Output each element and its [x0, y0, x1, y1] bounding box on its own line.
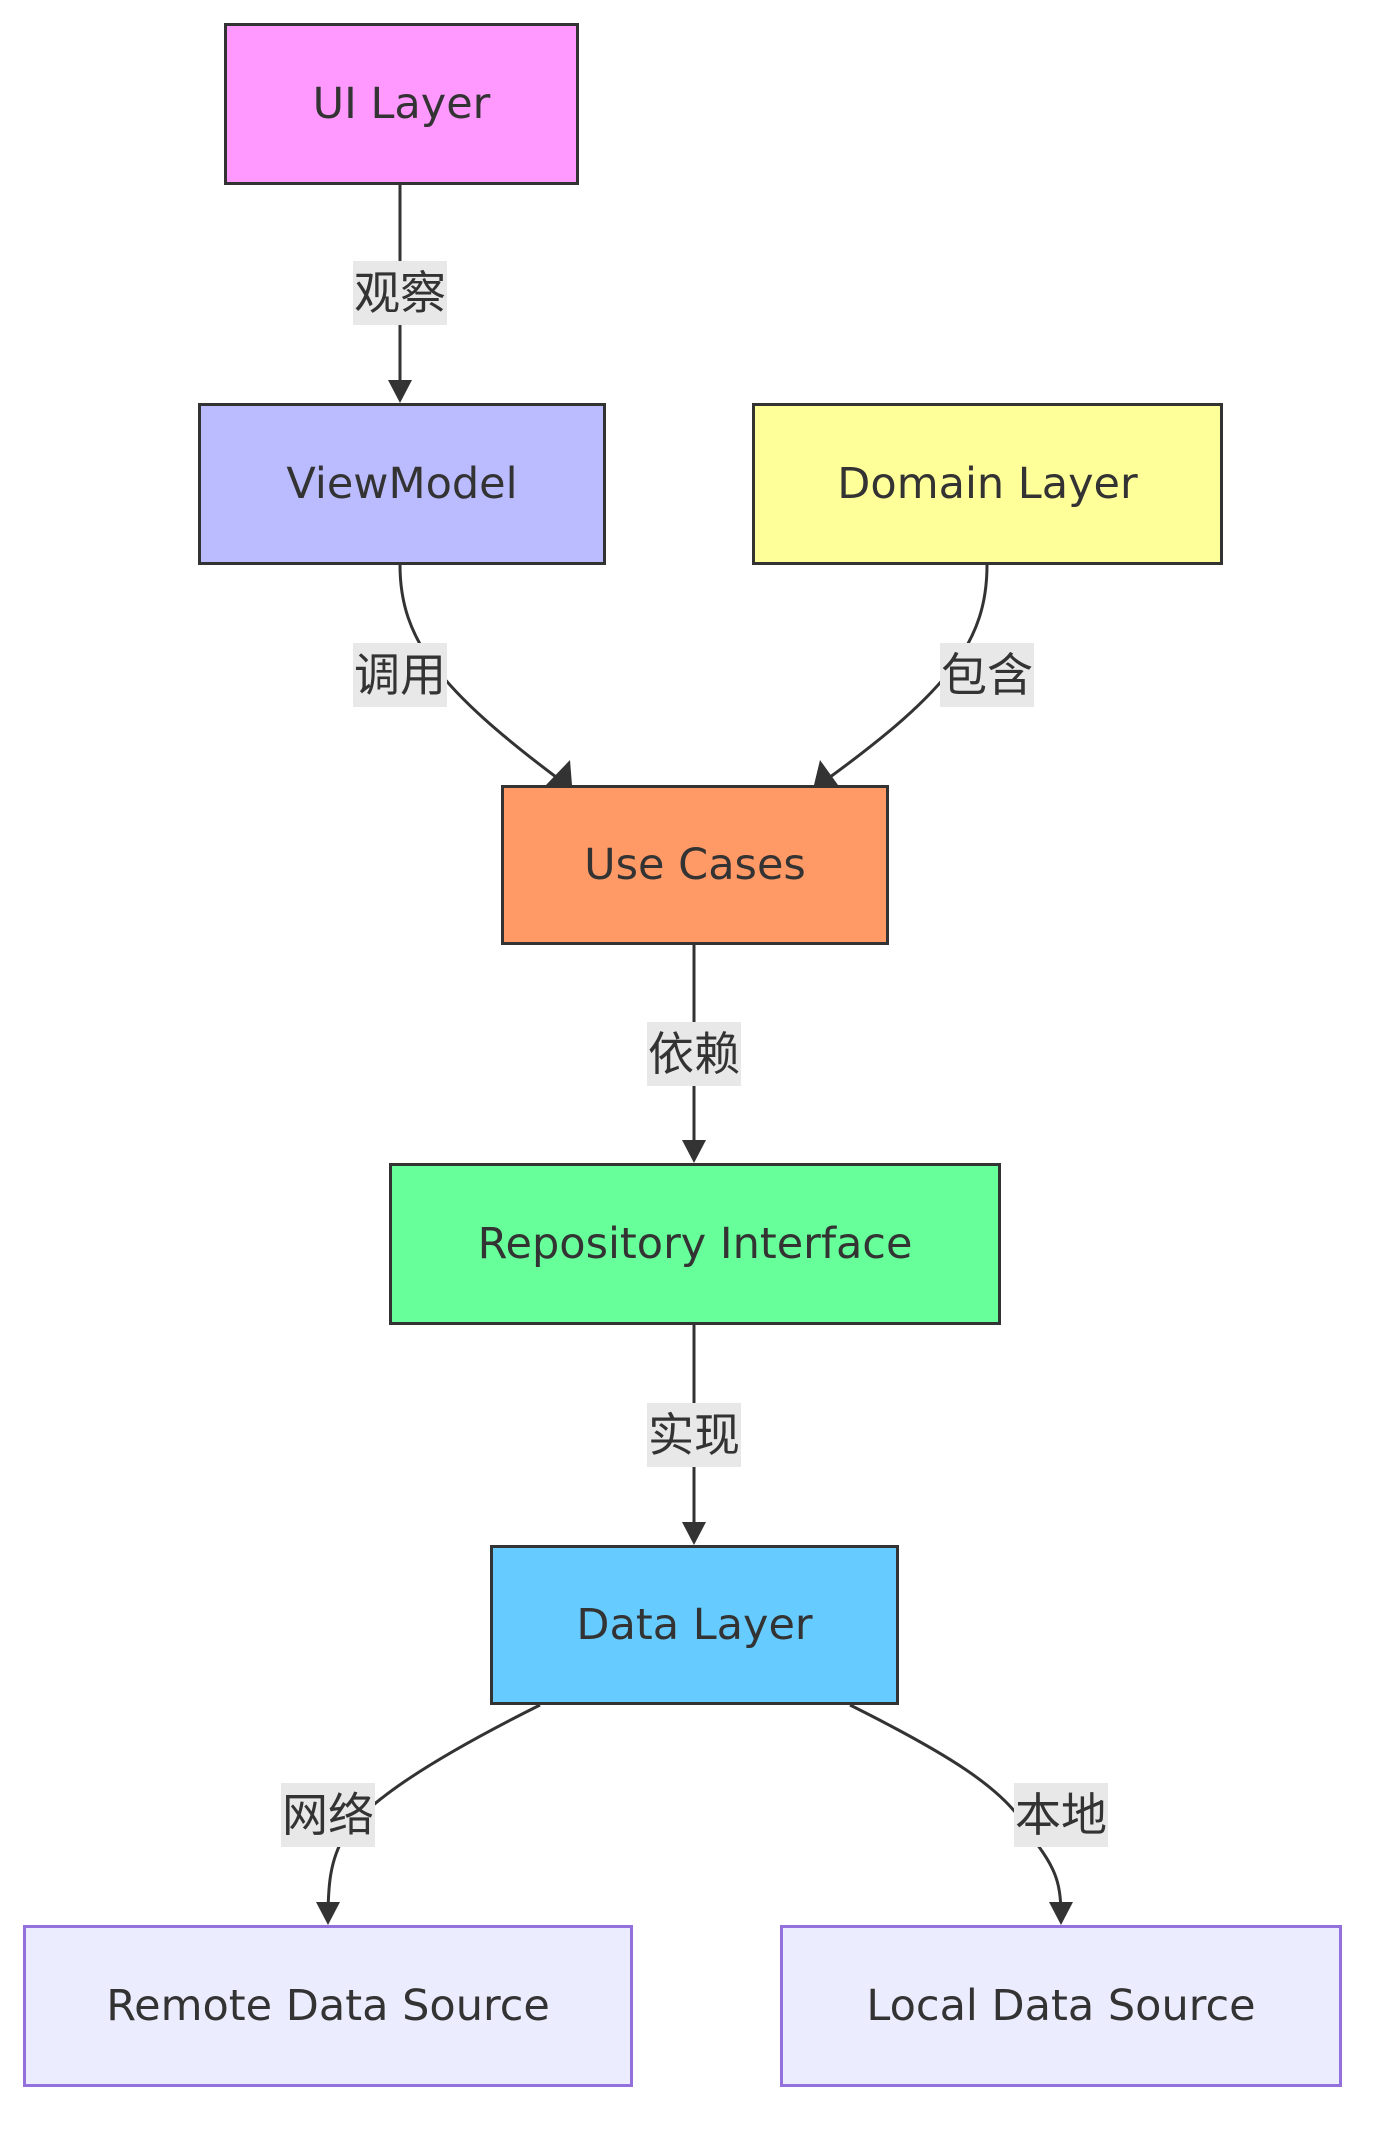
use-cases-node: Use Cases [501, 785, 889, 945]
arrowhead-remote [316, 1902, 340, 1925]
arrowhead-usecases-left [546, 760, 572, 785]
repository-interface-label: Repository Interface [477, 1219, 913, 1269]
arrowhead-local [1049, 1902, 1073, 1925]
domain-layer-node: Domain Layer [752, 403, 1223, 565]
edge-label-network: 网络 [281, 1783, 375, 1847]
arrowhead-viewmodel [388, 380, 412, 403]
edge-label-contain: 包含 [940, 643, 1034, 707]
edge-label-depend: 依赖 [647, 1022, 741, 1086]
data-layer-node: Data Layer [490, 1545, 899, 1705]
local-data-source-label: Local Data Source [866, 1981, 1256, 2031]
edge-label-local: 本地 [1014, 1783, 1108, 1847]
edge-label-observe: 观察 [353, 261, 447, 325]
edge-label-call: 调用 [353, 643, 447, 707]
repository-interface-node: Repository Interface [389, 1163, 1001, 1325]
ui-layer-label: UI Layer [312, 79, 491, 129]
viewmodel-node: ViewModel [198, 403, 606, 565]
data-layer-label: Data Layer [576, 1600, 813, 1650]
remote-data-source-label: Remote Data Source [106, 1981, 550, 2031]
arrowhead-datalayer [682, 1522, 706, 1545]
viewmodel-label: ViewModel [286, 459, 518, 509]
remote-data-source-node: Remote Data Source [23, 1925, 633, 2087]
arrowhead-usecases-right [814, 760, 838, 785]
arrowhead-repository [682, 1140, 706, 1163]
use-cases-label: Use Cases [584, 840, 806, 890]
local-data-source-node: Local Data Source [780, 1925, 1342, 2087]
domain-layer-label: Domain Layer [837, 459, 1138, 509]
edge-label-implement: 实现 [647, 1403, 741, 1467]
ui-layer-node: UI Layer [224, 23, 579, 185]
